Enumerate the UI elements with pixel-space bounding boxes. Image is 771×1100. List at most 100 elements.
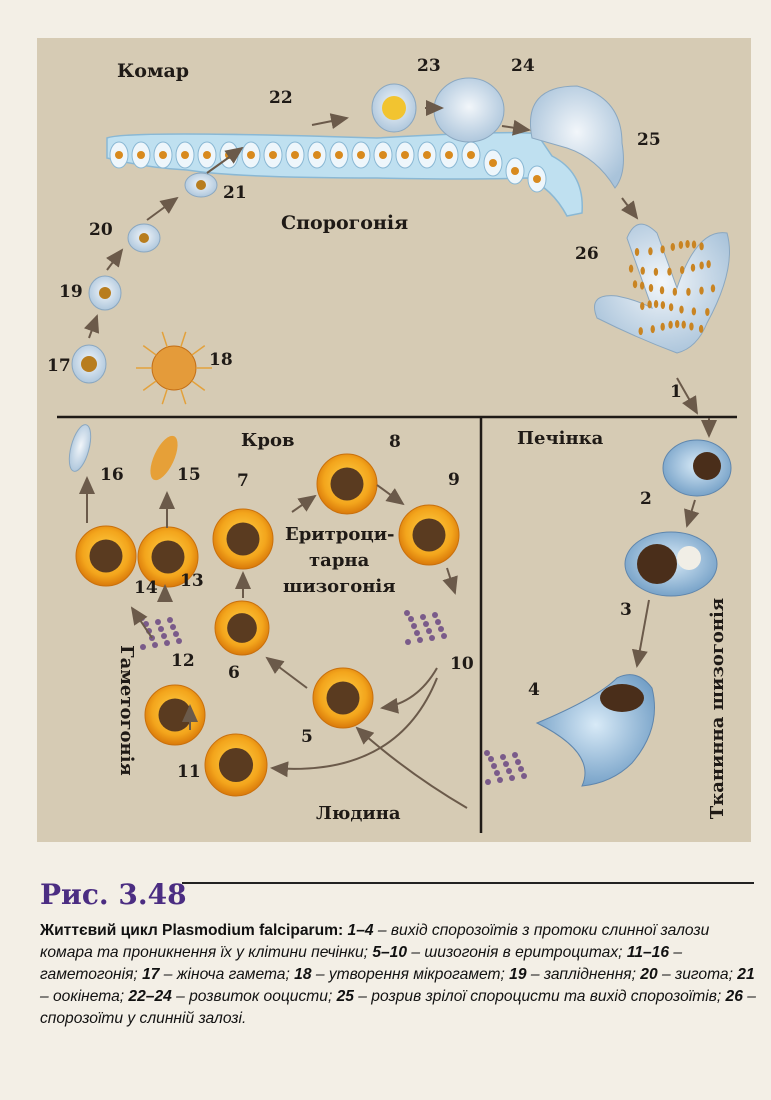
sporozoite <box>660 245 665 254</box>
region-gametogony: Гаметогонія <box>115 645 137 776</box>
sporozoite <box>659 286 665 295</box>
caption-item-range: 26 <box>725 988 743 1005</box>
merozoite <box>512 752 518 758</box>
cycle-arrow <box>291 494 317 513</box>
caption-item-range: 19 <box>509 966 527 983</box>
merozoite <box>484 750 490 756</box>
merozoite <box>414 630 420 636</box>
merozoite <box>155 619 161 625</box>
figure-rule <box>182 882 754 884</box>
sporozoite <box>640 266 645 275</box>
sporozoite <box>660 322 665 331</box>
caption-item-text: – спорозоїти у слинній залозі. <box>40 988 756 1027</box>
caption-item-text: – розрив зрілої спороцисти та вихід спор… <box>353 988 726 1005</box>
sporozoite <box>685 240 690 249</box>
oocyst-stage-23 <box>371 83 417 133</box>
merozoite <box>497 777 503 783</box>
merozoite <box>518 766 524 772</box>
stage-18: 18 <box>209 350 233 370</box>
flagellum <box>161 388 168 405</box>
stage-7: 7 <box>237 471 249 491</box>
region-blood: Кров <box>241 430 295 451</box>
microgamete-formation-18 <box>136 331 212 405</box>
merozoite <box>488 756 494 762</box>
stage-6: 6 <box>228 663 240 683</box>
cycle-arrow <box>84 314 100 339</box>
stage-20: 20 <box>89 220 113 240</box>
gut-cell-nucleus <box>357 151 365 159</box>
gut-cell-nucleus <box>203 151 211 159</box>
ery-schizogony-line2: тарна <box>309 550 370 571</box>
merozoite <box>485 779 491 785</box>
stage-25: 25 <box>637 130 661 150</box>
flagellum <box>180 388 187 405</box>
merozoite <box>503 761 509 767</box>
sporozoite <box>678 240 684 249</box>
gut-cell-nucleus <box>313 151 321 159</box>
ery-schizogony-line1: Еритроци- <box>285 524 395 545</box>
gut-cell-nucleus <box>115 151 123 159</box>
sporozoite <box>650 325 655 334</box>
caption-item-text: – запліднення; <box>526 966 641 983</box>
merozoite <box>405 639 411 645</box>
caption-item-text: – розвиток ооцисти; <box>171 988 337 1005</box>
stage-15: 15 <box>177 465 201 485</box>
flagellum <box>161 331 168 348</box>
stage-22: 22 <box>269 88 293 108</box>
merozoite <box>506 768 512 774</box>
merozoite <box>164 640 170 646</box>
merozoite <box>408 616 414 622</box>
figure-label: Рис. 3.48 <box>40 878 187 911</box>
caption-item-range: 5–10 <box>372 944 408 961</box>
cycle-arrow <box>146 196 179 221</box>
sporozoite <box>672 287 678 296</box>
gut-cell-nucleus <box>269 151 277 159</box>
sporozoite <box>660 301 666 310</box>
gut-cell-nucleus <box>181 151 189 159</box>
gut-cell-nucleus <box>335 151 343 159</box>
caption-item-range: 25 <box>336 988 354 1005</box>
region-human: Людина <box>316 803 401 824</box>
sporozoite <box>706 260 711 269</box>
merozoite <box>417 637 423 643</box>
merozoite <box>491 763 497 769</box>
stage-5: 5 <box>301 727 313 747</box>
sporozoite <box>699 242 704 251</box>
caption-item-range: 1–4 <box>347 922 374 939</box>
sporozoite <box>689 322 694 331</box>
sporozoite <box>640 302 645 311</box>
parasite <box>158 698 192 732</box>
gut-cell-nucleus <box>291 151 299 159</box>
parasite <box>226 522 260 556</box>
merozoite <box>494 770 500 776</box>
gut-epithelium <box>106 131 583 217</box>
sporozoite <box>705 307 710 316</box>
caption-item-range: 21 <box>737 966 755 983</box>
parasite <box>326 681 360 715</box>
sporozoite <box>699 286 704 295</box>
merozoite <box>404 610 410 616</box>
parasite <box>89 539 123 573</box>
parasite <box>218 747 254 783</box>
merozoite <box>509 775 515 781</box>
stage-4: 4 <box>528 680 540 700</box>
sporozoite <box>638 327 643 336</box>
sporozoite <box>648 283 654 292</box>
merozoite <box>161 633 167 639</box>
stage-8: 8 <box>389 432 401 452</box>
stage-23: 23 <box>417 56 441 76</box>
cycle-arrow <box>621 197 639 220</box>
gut-cell-nucleus <box>511 167 519 175</box>
merozoite <box>426 628 432 634</box>
stage-9: 9 <box>448 470 460 490</box>
caption-item-text: – гаметогонія; <box>40 944 683 983</box>
gut-cell-nucleus <box>423 151 431 159</box>
merozoite <box>435 619 441 625</box>
sporozoite <box>698 324 704 333</box>
stage-14: 14 <box>134 578 158 598</box>
sporozoite <box>670 242 675 251</box>
stage-10: 10 <box>450 654 474 674</box>
diagram-artwork <box>57 77 737 833</box>
cycle-arrow <box>106 248 124 271</box>
merozoites <box>139 610 527 785</box>
